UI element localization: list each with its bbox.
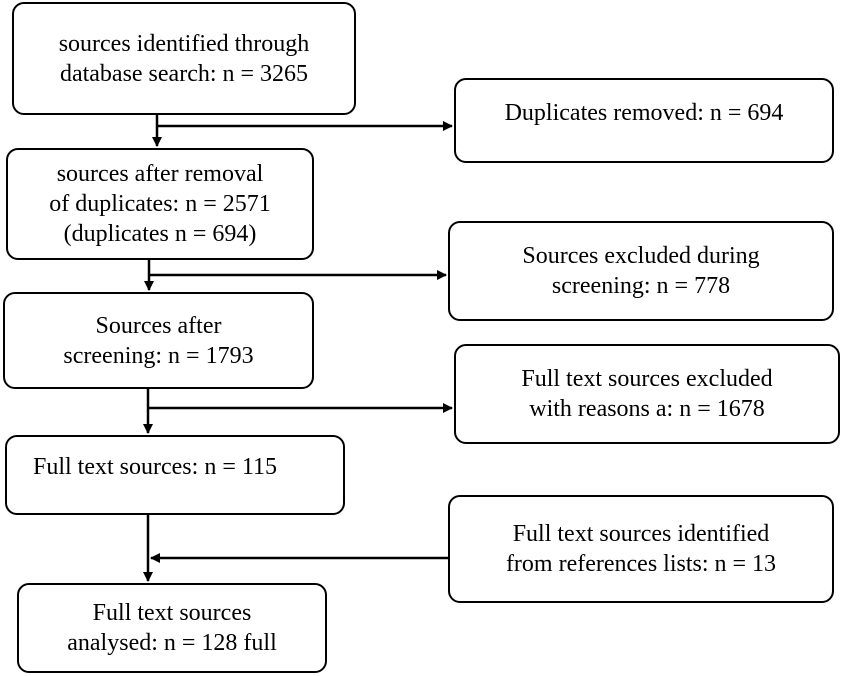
box-excluded-screening-line-2: screening: n = 778 — [551, 273, 731, 299]
box-excluded-screening: Sources excluded during screening: n = 7… — [448, 221, 834, 321]
box-after-duplicates-line-1: sources after removal — [56, 161, 264, 187]
box-from-references-line-1: Full text sources identified — [512, 521, 770, 547]
box-excluded-screening-line-1: Sources excluded during — [522, 243, 760, 269]
box-duplicates-removed-line-1: Duplicates removed: n = 694 — [504, 99, 784, 126]
box-analysed-line-1: Full text sources — [92, 600, 252, 626]
box-analysed: Full text sources analysed: n = 128 full — [17, 583, 327, 673]
box-after-duplicates-line-2: of duplicates: n = 2571 — [49, 191, 271, 217]
box-after-duplicates: sources after removal of duplicates: n =… — [6, 148, 314, 260]
box-analysed-line-2: analysed: n = 128 full — [67, 630, 277, 656]
box-excluded-full-text-line-1: Full text sources excluded — [521, 366, 773, 392]
box-after-screening-line-1: Sources after — [95, 312, 222, 339]
box-identified-line-2: database search: n = 3265 — [59, 60, 309, 87]
box-duplicates-removed: Duplicates removed: n = 694 — [454, 78, 834, 163]
box-full-text-line-1: Full text sources: n = 115 — [33, 454, 277, 480]
box-from-references-line-2: from references lists: n = 13 — [505, 551, 777, 577]
box-from-references: Full text sources identified from refere… — [448, 495, 834, 603]
box-after-screening: Sources after screening: n = 1793 — [3, 292, 314, 389]
box-identified-line-1: sources identified through — [58, 30, 310, 57]
box-after-duplicates-line-3: (duplicates n = 694) — [63, 221, 257, 247]
box-excluded-full-text: Full text sources excluded with reasons … — [454, 344, 840, 444]
box-excluded-full-text-line-2: with reasons a: n = 1678 — [529, 396, 765, 422]
box-full-text: Full text sources: n = 115 — [5, 435, 345, 515]
box-identified: sources identified through database sear… — [12, 2, 356, 115]
box-after-screening-line-2: screening: n = 1793 — [63, 342, 254, 369]
